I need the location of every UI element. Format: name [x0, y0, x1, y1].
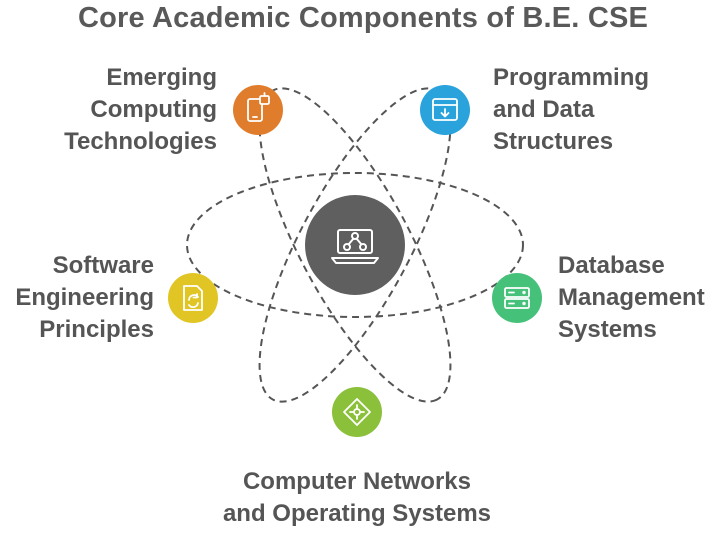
page-title: Core Academic Components of B.E. CSE — [77, 2, 649, 34]
mobile-robot-icon — [247, 92, 270, 122]
label-programming: Programming and Data Structures — [493, 64, 650, 155]
label-networks-os: Computer Networks and Operating Systems — [222, 468, 492, 527]
document-cycle-icon — [183, 285, 203, 311]
label-software-engineering: Software Engineering Principles — [15, 252, 154, 343]
code-window-icon — [432, 98, 458, 121]
node-programming — [420, 85, 470, 135]
server-stack-icon — [504, 287, 530, 309]
node-emerging-computing — [233, 85, 283, 135]
label-emerging-computing: Emerging Computing Technologies — [64, 64, 217, 155]
node-networks-os — [332, 387, 382, 437]
orbit-horizontal — [186, 172, 524, 318]
network-diamond-icon — [343, 398, 371, 426]
node-database — [492, 273, 542, 323]
laptop-network-icon — [331, 229, 379, 264]
center-node — [305, 195, 405, 295]
label-database: Database Management Systems — [558, 252, 705, 343]
node-software-engineering — [168, 273, 218, 323]
